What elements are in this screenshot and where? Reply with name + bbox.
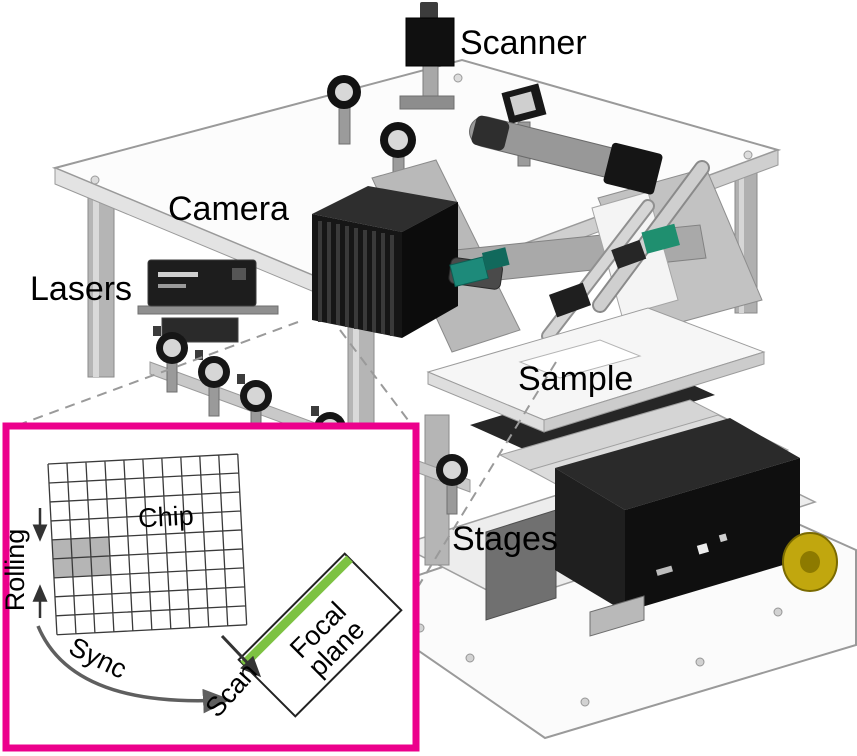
apparatus-render: [51, 2, 857, 740]
main-labels: Scanner Camera Lasers Sample Stages: [30, 24, 633, 558]
rolling-label: Rolling: [0, 529, 30, 612]
focal-plane-diagram: Focal plane Scan: [200, 552, 403, 723]
dashed-connector-line: [415, 361, 557, 591]
dashed-connector-line: [339, 329, 415, 429]
scanner-label: Scanner: [460, 24, 587, 62]
scan-lens-tube: [469, 115, 663, 195]
chip-label: Chip: [137, 500, 194, 533]
laser-box: [137, 259, 279, 343]
scanner-assembly: [399, 2, 455, 110]
sample-dish: [518, 339, 642, 379]
translation-stage: [485, 414, 838, 637]
sample-stage: [426, 307, 766, 484]
inset-panel: Chip Rolling Sync Focal plane Scan: [0, 422, 420, 752]
objective-teal: [449, 247, 510, 288]
stages-label: Stages: [452, 520, 558, 558]
focal-plane-rect: [237, 552, 403, 718]
dashed-connectors: [9, 321, 557, 591]
dashed-connector-line: [9, 321, 299, 429]
focal-plane-green-line: [240, 555, 353, 668]
sample-label: Sample: [518, 360, 633, 398]
sync-arrow: [36, 625, 231, 714]
lasers-label: Lasers: [30, 270, 132, 308]
sample-gantry: [371, 159, 763, 353]
camera-label: Camera: [168, 190, 289, 228]
camera-body: [312, 186, 510, 338]
scan-arrow: [220, 634, 262, 678]
chip-grid: Chip: [47, 453, 248, 636]
dsub-connector: [589, 595, 645, 637]
